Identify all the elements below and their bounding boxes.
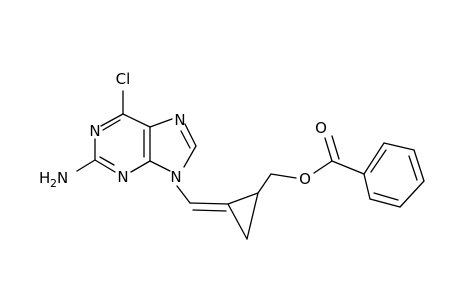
bond-cp2-cp3 xyxy=(246,192,259,240)
atom-label-nh2-h: H xyxy=(39,169,50,187)
bond-carbonyl-phenyl xyxy=(331,160,365,175)
bond-ph3-ph4-inner xyxy=(408,155,418,181)
bond-ph2-ph3 xyxy=(383,142,415,151)
bond-n7-c8 xyxy=(184,123,197,147)
bond-n3-c4 xyxy=(130,160,151,173)
bond-c5-n7 xyxy=(149,118,173,128)
atom-label-cl: Cl xyxy=(116,70,131,88)
bond-ph4-ph5 xyxy=(399,180,425,208)
bond-ph1-ph2 xyxy=(363,142,385,175)
bond-cp2-ch2 xyxy=(257,173,272,194)
bond-c5-c6 xyxy=(122,113,151,128)
atom-label-o-carbonyl: O xyxy=(315,119,327,137)
bond-c8-n9 xyxy=(183,145,197,168)
atom-label-n3: N xyxy=(117,168,128,186)
bond-carbonyl-double-a xyxy=(324,137,333,162)
bond-ph6-ph1 xyxy=(363,173,371,200)
bond-c2-n3-double xyxy=(99,156,115,166)
atom-label-nh2-n: N xyxy=(57,169,68,187)
bond-n7-c8-double xyxy=(180,130,191,149)
bond-ph5-ph6-inner xyxy=(373,192,399,201)
atom-label-layer: Cl N N N N H 2 N O O xyxy=(39,70,327,190)
bond-ch-c1-double-a xyxy=(189,202,229,205)
bond-layer xyxy=(76,90,425,240)
atom-label-nh2-subscript: 2 xyxy=(50,177,57,190)
atom-label-n9: N xyxy=(170,168,181,186)
bond-ph5-ph6 xyxy=(369,198,401,208)
bond-c2-n3 xyxy=(94,159,116,173)
bond-ph3-ph4 xyxy=(413,149,425,182)
bond-n9-ch xyxy=(176,185,191,204)
bond-cp1-cp2 xyxy=(227,192,259,205)
bond-c2-nh2 xyxy=(76,159,96,172)
bond-c6-n1-double xyxy=(102,119,121,131)
bond-cp3-cp1 xyxy=(227,203,248,240)
bond-o-carbonyl-c xyxy=(313,160,333,174)
bond-carbonyl-double-b xyxy=(331,135,340,160)
atom-label-n7: N xyxy=(174,111,185,129)
atom-label-nh2: H 2 N xyxy=(39,169,68,190)
bond-n9-c4 xyxy=(149,160,171,172)
bond-c6-n1 xyxy=(100,113,124,127)
bond-ch-c1-double-b xyxy=(192,209,227,212)
bond-ph1-ph2-inner xyxy=(370,149,387,173)
atom-label-n1: N xyxy=(89,122,100,140)
bond-ch2-o xyxy=(270,173,297,179)
atom-label-o-ester: O xyxy=(299,170,311,188)
